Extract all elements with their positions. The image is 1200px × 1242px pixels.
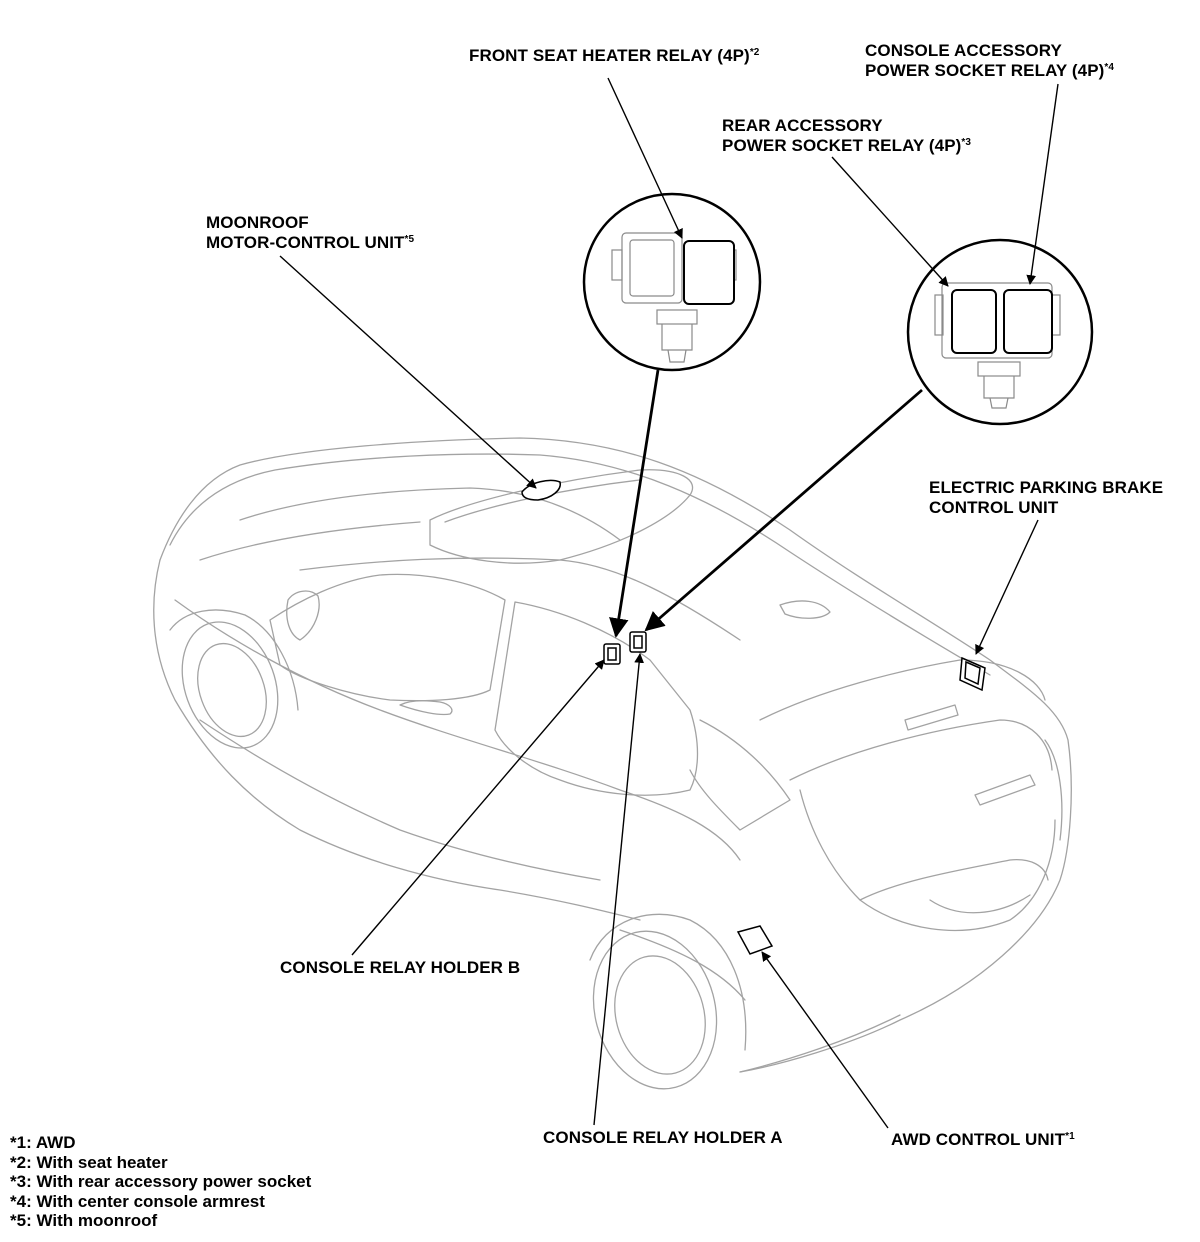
leader-lines xyxy=(279,77,1059,1129)
footnote-3: *3: With rear accessory power socket xyxy=(10,1172,312,1191)
leader-awd xyxy=(761,951,889,1129)
leader-moonroof xyxy=(279,255,537,489)
inset-accessory-relays xyxy=(906,238,1094,426)
footnote-5: *5: With moonroof xyxy=(10,1211,158,1230)
footnote-1: *1: AWD xyxy=(10,1133,76,1152)
footnote-2: *2: With seat heater xyxy=(10,1152,168,1172)
footnotes: *1: AWD *2: With seat heater *3: With re… xyxy=(10,1133,311,1231)
label-epb-control-unit: ELECTRIC PARKING BRAKE CONTROL UNIT xyxy=(929,478,1164,517)
leader-front-seat-heater xyxy=(607,77,683,239)
leader-rear-accessory xyxy=(831,156,949,287)
label-rear-accessory-relay: REAR ACCESSORY POWER SOCKET RELAY (4P)*3 xyxy=(722,116,972,155)
footnote-4: *4: With center console armrest xyxy=(10,1191,265,1211)
label-awd-control-unit: AWD CONTROL UNIT*1 xyxy=(891,1130,1075,1149)
leader-epb xyxy=(975,519,1039,655)
label-console-accessory-relay: CONSOLE ACCESSORY POWER SOCKET RELAY (4P… xyxy=(865,41,1115,80)
vehicle-outline xyxy=(153,437,1072,1090)
label-console-relay-holder-a: CONSOLE RELAY HOLDER A xyxy=(543,1128,783,1147)
epb-control-unit-mark xyxy=(959,656,986,692)
console-relay-holder-b-mark xyxy=(603,643,621,665)
inset-front-seat-heater-relay xyxy=(582,192,762,372)
label-front-seat-heater-relay: FRONT SEAT HEATER RELAY (4P)*2 xyxy=(469,46,760,65)
leader-console-accessory xyxy=(1026,83,1059,285)
label-console-relay-holder-b: CONSOLE RELAY HOLDER B xyxy=(280,958,521,977)
moonroof-motor-unit-mark xyxy=(521,479,561,501)
leader-holder-b xyxy=(351,659,605,956)
label-moonroof-motor-control-unit: MOONROOF MOTOR-CONTROL UNIT*5 xyxy=(206,213,415,252)
leader-holder-a xyxy=(593,653,645,1126)
console-relay-holder-a-mark xyxy=(629,631,647,653)
awd-control-unit-mark xyxy=(736,925,774,955)
inset-connectors xyxy=(609,369,923,638)
vehicle-components xyxy=(521,479,986,955)
